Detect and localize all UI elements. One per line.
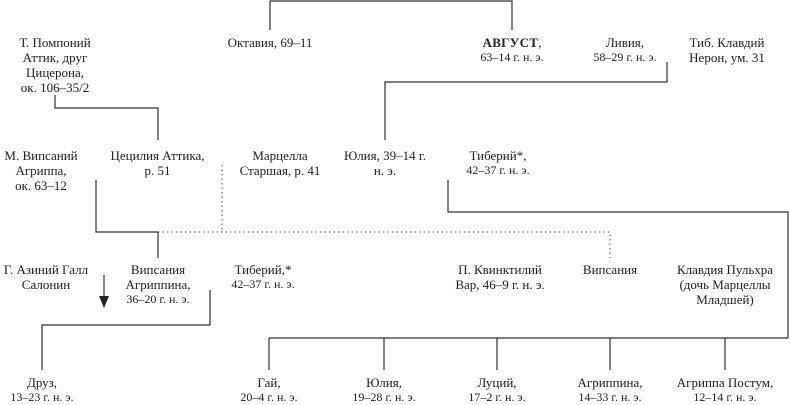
- label-line: (дочь Марцеллы: [679, 277, 771, 292]
- label-line: 13–23 г. н. э.: [10, 390, 74, 404]
- node-augustus: АВГУСТ, 63–14 г. н. э.: [462, 35, 562, 65]
- label-line: ок. 106–35/2: [20, 80, 90, 95]
- node-lucius: Луций, 17–2 г. н. э.: [452, 375, 542, 405]
- line-octavia-augustus: [269, 0, 513, 30]
- label-line: Агриппа Постум,: [676, 375, 774, 390]
- line-livia-nero: [384, 62, 668, 140]
- label-line: 19–28 г. н. э.: [352, 390, 416, 404]
- label-line: Випсания: [582, 262, 638, 277]
- node-marcella-maior: Марцелла Старшая, р. 41: [230, 148, 330, 178]
- node-agrippa: М. Випсаний Агриппа, ок. 63–12: [0, 148, 82, 193]
- label-line: 36–20 г. н. э.: [126, 292, 190, 306]
- label-line: Агриппа,: [15, 163, 67, 178]
- label-line: Агриппина,: [125, 277, 191, 292]
- node-vipsania-agrippina: Випсания Агриппина, 36–20 г. н. э.: [110, 262, 206, 307]
- label-line: Юлия,: [366, 375, 402, 390]
- label-line: Клавдия Пульхра: [676, 262, 774, 277]
- label-line: 20–4 г. н. э.: [240, 390, 298, 404]
- label-line: Юлия, 39–14 г.: [344, 148, 426, 163]
- node-pomponius: Т. Помпоний Аттик, друг Цицерона, ок. 10…: [0, 35, 110, 95]
- node-agrippina: Агриппина, 14–33 г. н. э.: [560, 375, 660, 405]
- label-line: Октавия, 69–11: [227, 35, 313, 50]
- label-line: р. 51: [144, 163, 171, 178]
- line-drusus: [41, 290, 211, 370]
- label-line: Салонин: [21, 277, 71, 292]
- label-line: П. Квинктилий: [458, 262, 542, 277]
- label-line: Цицерона,: [25, 65, 85, 80]
- node-tiberius-2: Тиберий,* 42–37 г. н. э.: [213, 262, 313, 292]
- label-line: Марцелла: [252, 148, 308, 163]
- label-line: Г. Азиний Галл: [3, 262, 89, 277]
- label-line: Младшей): [696, 292, 754, 307]
- label-line: 42–37 г. н. э.: [466, 163, 530, 177]
- line-julia-children: [447, 180, 789, 338]
- label-line: 12–14 г. н. э.: [693, 390, 757, 404]
- node-quinctilius-varus: П. Квинктилий Вар, 46–9 г. н. э.: [445, 262, 555, 292]
- label-line: 14–33 г. н. э.: [578, 390, 642, 404]
- label-line: 42–37 г. н. э.: [231, 277, 295, 291]
- line-agrippa-attica-vipsania: [95, 180, 159, 258]
- label-line: Тиберий*,: [469, 148, 527, 163]
- label-line: Цецилия Аттика,: [110, 148, 205, 163]
- node-agrippa-postumus: Агриппа Постум, 12–14 г. н. э.: [668, 375, 782, 405]
- label-line: ок. 63–12: [15, 178, 67, 193]
- label-line: 17–2 г. н. э.: [468, 390, 526, 404]
- node-gaius: Гай, 20–4 г. н. э.: [224, 375, 314, 405]
- label-line: Т. Помпоний: [19, 35, 91, 50]
- node-livia: Ливия, 58–29 г. н. э.: [575, 35, 675, 65]
- label-line: Тиб. Клавдий: [689, 35, 765, 50]
- node-vipsania: Випсания: [570, 262, 650, 277]
- label-line: н. э.: [373, 163, 397, 178]
- label-line: Друз,: [26, 375, 58, 390]
- node-octavia: Октавия, 69–11: [205, 35, 335, 50]
- label-line: М. Випсаний: [4, 148, 78, 163]
- label-line: Випсания: [130, 262, 186, 277]
- label-line: Гай,: [257, 375, 281, 390]
- node-claudia-pulchra: Клавдия Пульхра (дочь Марцеллы Младшей): [665, 262, 785, 307]
- label-line: Аттик, друг: [22, 50, 88, 65]
- augustus-dates: 63–14 г. н. э.: [480, 50, 544, 64]
- label-line: Вар, 46–9 г. н. э.: [455, 277, 545, 292]
- label-line: 58–29 г. н. э.: [593, 50, 657, 64]
- node-tiberius-1: Тиберий*, 42–37 г. н. э.: [448, 148, 548, 178]
- node-julia-younger: Юлия, 19–28 г. н. э.: [334, 375, 434, 405]
- label-line: Агриппина,: [577, 375, 643, 390]
- node-asinius-gallus: Г. Азиний Галл Салонин: [0, 262, 92, 292]
- augustus-comma: ,: [538, 35, 542, 50]
- node-caecilia-attica: Цецилия Аттика, р. 51: [100, 148, 215, 178]
- augustus-name-line: АВГУСТ,: [462, 35, 562, 50]
- label-line: Луций,: [477, 375, 517, 390]
- node-tib-claudius-nero: Тиб. Клавдий Нерон, ум. 31: [672, 35, 782, 65]
- node-julia-elder: Юлия, 39–14 г. н. э.: [335, 148, 435, 178]
- dotted-marriage: [158, 231, 611, 258]
- label-line: Ливия,: [605, 35, 645, 50]
- node-drusus: Друз, 13–23 г. н. э.: [0, 375, 84, 405]
- arrow-head: [99, 296, 109, 308]
- label-line: Нерон, ум. 31: [689, 50, 765, 65]
- augustus-name: АВГУСТ: [482, 35, 539, 50]
- label-line: Старшая, р. 41: [239, 163, 321, 178]
- label-line: Тиберий,*: [234, 262, 292, 277]
- line-pomponius-attica: [54, 95, 159, 140]
